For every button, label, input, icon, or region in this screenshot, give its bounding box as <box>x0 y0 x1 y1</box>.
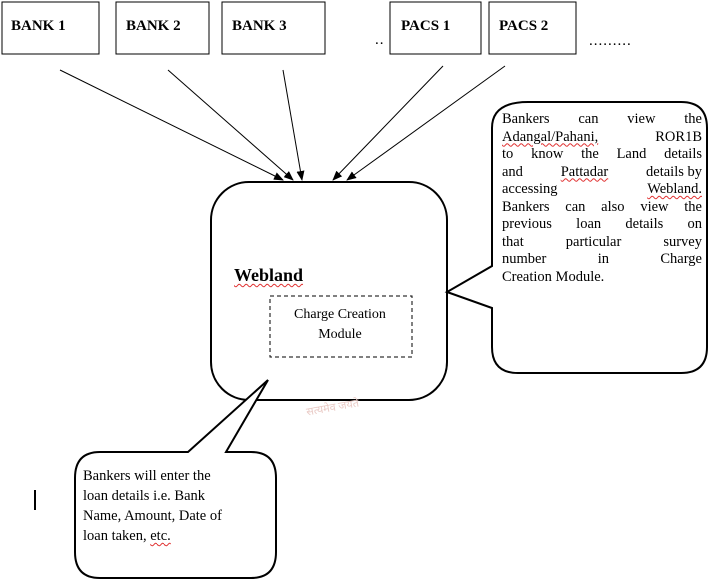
rc-line-4c: details by <box>646 163 702 180</box>
module-line-2: Module <box>318 327 362 342</box>
charge-creation-module-box <box>269 295 413 358</box>
rc-line-1: Bankers can view the <box>502 111 702 127</box>
edge-bank3-center <box>282 69 305 181</box>
rc-line-2b: ROR1B <box>655 128 702 145</box>
rc-line-10: Creation Module. <box>502 268 605 285</box>
rc-line-7: previous loan details on <box>502 216 702 232</box>
charge-creation-module-label: Charge Creation Module <box>270 305 410 345</box>
text-cursor <box>34 490 36 510</box>
bc-line-1: Bankers will enter the <box>83 468 211 484</box>
rc-line-5b: Webland. <box>647 181 702 197</box>
module-line-1: Charge Creation <box>294 307 386 322</box>
rc-line-2a: Adangal/Pahani, <box>502 128 599 145</box>
right-callout-bubble <box>444 101 708 374</box>
bank1-box <box>1 1 100 55</box>
right-callout-text: Bankers can view the Adangal/Pahani, ROR… <box>502 111 702 286</box>
bc-line-4a: loan taken, <box>83 528 147 544</box>
edge-pacs2-center <box>346 65 506 181</box>
rc-line-3: to know the Land details <box>502 146 702 162</box>
rc-line-5: accessing Webland. <box>502 181 702 199</box>
rc-line-2: Adangal/Pahani, ROR1B <box>502 129 702 147</box>
rc-line-6: Bankers can also view the <box>502 198 702 215</box>
bank3-label: BANK 3 <box>232 18 287 34</box>
edge-bank1-center <box>59 69 284 181</box>
pacs1-label: PACS 1 <box>401 18 451 34</box>
webland-title-text: Webland <box>234 265 304 285</box>
bc-line-4: loan taken, etc. <box>83 526 261 546</box>
webland-box <box>210 181 448 401</box>
bank2-label: BANK 2 <box>126 18 181 34</box>
bottom-callout-text: Bankers will enter the loan details i.e.… <box>83 466 261 546</box>
edge-pacs1-center <box>332 65 444 181</box>
ellipsis-small: .. <box>375 32 385 48</box>
bc-line-3: Name, Amount, Date of <box>83 508 222 524</box>
bc-line-2: loan details i.e. Bank <box>83 488 206 504</box>
ellipsis-large: ......... <box>589 33 632 49</box>
bank2-box <box>115 1 210 55</box>
bc-line-4b: etc. <box>150 528 171 544</box>
pacs2-label: PACS 2 <box>499 18 549 34</box>
rc-line-4b: Pattadar <box>560 163 609 180</box>
rc-line-4: and Pattadar details by <box>502 164 702 182</box>
rc-line-8: that particular survey <box>502 233 702 250</box>
rc-line-9: number in Charge <box>502 251 702 267</box>
bank3-box <box>221 1 326 55</box>
pacs1-box <box>389 1 482 55</box>
rc-line-4a: and <box>502 163 523 180</box>
bottom-callout-bubble <box>74 379 277 579</box>
pacs2-box <box>488 1 577 55</box>
rc-line-5a: accessing <box>502 181 558 197</box>
edge-bank2-center <box>167 69 294 181</box>
webland-title: Webland <box>234 264 303 286</box>
bank1-label: BANK 1 <box>11 18 66 34</box>
